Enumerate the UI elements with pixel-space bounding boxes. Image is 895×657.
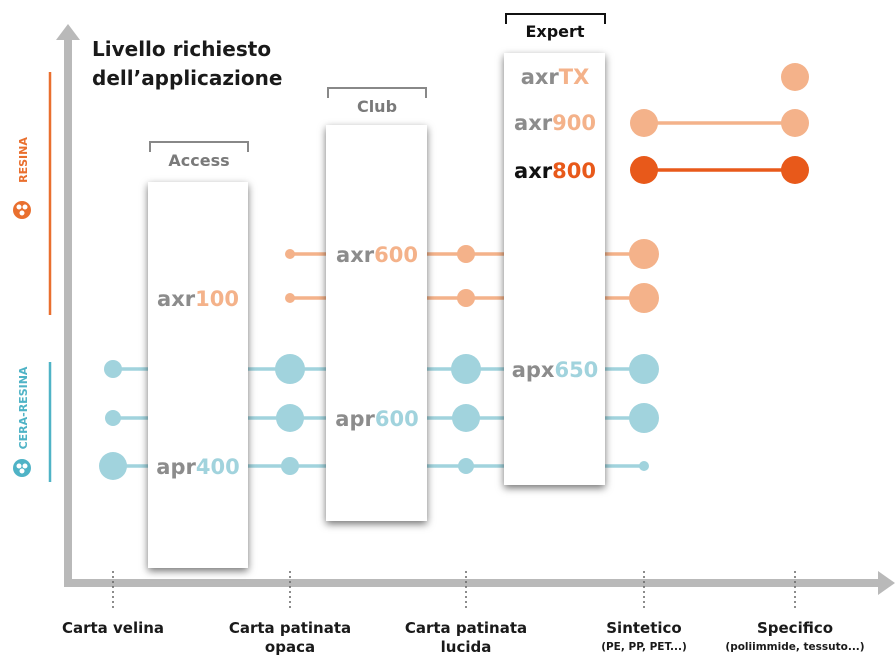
ribbon-axrtx: axrTX <box>521 65 590 89</box>
category-sublabel: lucida <box>441 638 492 656</box>
dot <box>458 458 474 474</box>
wax-resin-label: CERA-RESINA <box>17 366 30 449</box>
category-sublabel: (poliimmide, tessuto...) <box>725 641 864 653</box>
club-bracket <box>327 87 427 98</box>
dot <box>275 354 305 384</box>
ribbon-apr400: apr400 <box>156 455 239 479</box>
dot <box>99 452 127 480</box>
ribbon-axr900: axr900 <box>514 111 596 135</box>
ribbon-axr800: axr800 <box>514 159 596 183</box>
dot <box>630 109 658 137</box>
dot <box>281 457 299 475</box>
category-label: Carta patinata <box>405 619 527 637</box>
dot <box>452 404 480 432</box>
dot <box>630 156 658 184</box>
club-tier-label: Club <box>357 97 397 116</box>
resin-label-text: RESINA <box>17 137 30 183</box>
resin-label: RESINA <box>17 137 30 183</box>
dot <box>285 249 295 259</box>
dot <box>781 109 809 137</box>
wax-resin-badge-icon <box>13 459 31 477</box>
resin-badge-icon <box>13 201 31 219</box>
dot <box>629 354 659 384</box>
dot <box>629 239 659 269</box>
ribbon-axr100: axr100 <box>157 287 239 311</box>
dot <box>629 403 659 433</box>
club-box <box>326 125 427 521</box>
dots <box>99 63 809 480</box>
dot <box>639 461 649 471</box>
dot <box>104 360 122 378</box>
category-sublabel: opaca <box>265 638 315 656</box>
category-label: Specifico <box>757 619 833 637</box>
dot <box>457 245 475 263</box>
y-axis-arrowhead <box>56 24 80 40</box>
category-sublabel: (PE, PP, PET...) <box>601 641 687 653</box>
expert-tier-label: Expert <box>525 22 584 41</box>
dot <box>285 293 295 303</box>
dot <box>781 63 809 91</box>
expert-bracket <box>505 13 606 24</box>
wax-resin-label-text: CERA-RESINA <box>17 366 30 449</box>
dot <box>629 283 659 313</box>
ribbon-axr600: axr600 <box>336 243 418 267</box>
x-axis-arrowhead <box>878 571 895 595</box>
dot <box>781 156 809 184</box>
dot <box>105 410 121 426</box>
access-tier-label: Access <box>168 151 229 170</box>
ribbon-apx650: apx650 <box>512 358 599 382</box>
dot <box>276 404 304 432</box>
category-label: Sintetico <box>606 619 681 637</box>
x-ticks <box>112 571 796 609</box>
access-box <box>148 182 248 568</box>
access-bracket <box>149 141 249 152</box>
category-label: Carta patinata <box>229 619 351 637</box>
ribbon-apr600: apr600 <box>335 407 418 431</box>
dot <box>457 289 475 307</box>
axes <box>56 24 895 595</box>
expert-box <box>504 53 605 485</box>
category-label: Carta velina <box>62 619 164 637</box>
y-axis-title: Livello richiesto dell’applicazione <box>92 37 282 90</box>
dot <box>451 354 481 384</box>
